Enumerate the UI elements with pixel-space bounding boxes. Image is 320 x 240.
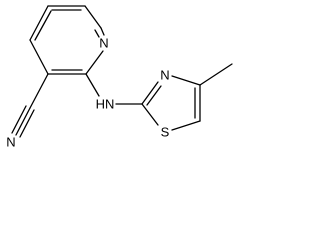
amine-linker	[85, 73, 143, 105]
bond-c6-n1	[100, 27, 105, 36]
bond-c2-n3	[141, 81, 159, 105]
bond-c5-c6	[84, 5, 102, 29]
bond-c6-n1-double	[94, 29, 100, 38]
structure-canvas: N HN N S N	[0, 0, 244, 150]
atom-label-thiazole-s: S	[161, 125, 170, 140]
atom-label-pyridine-n: N	[99, 36, 108, 51]
bond-triple-3	[19, 109, 35, 138]
atom-label-nitrile-n: N	[6, 135, 15, 150]
bond-c4-methyl	[199, 63, 233, 86]
bond-c2-n3-double	[146, 85, 162, 106]
atom-label-amine-nh: HN	[96, 97, 115, 112]
bond-c4-c4a-double	[34, 10, 52, 41]
bond-s1-c2	[141, 103, 159, 126]
bond-c3-c4	[29, 39, 49, 75]
bond-c5-s1	[171, 120, 201, 131]
chemical-structure-diagram: N HN N S N	[6, 5, 233, 150]
atom-label-thiazole-n: N	[160, 68, 169, 83]
bond-c3-cn	[29, 73, 49, 109]
bond-triple-2	[11, 105, 27, 134]
bond-triple-1	[15, 107, 31, 136]
bond-n1-c2	[85, 50, 104, 75]
bond-n3-c4	[171, 75, 201, 86]
nitrile-group	[11, 73, 49, 138]
bond-c2-nh	[85, 73, 100, 97]
thiazole-ring	[141, 63, 233, 131]
pyridine-ring	[29, 5, 105, 75]
bond-c4-c4a	[29, 5, 49, 41]
